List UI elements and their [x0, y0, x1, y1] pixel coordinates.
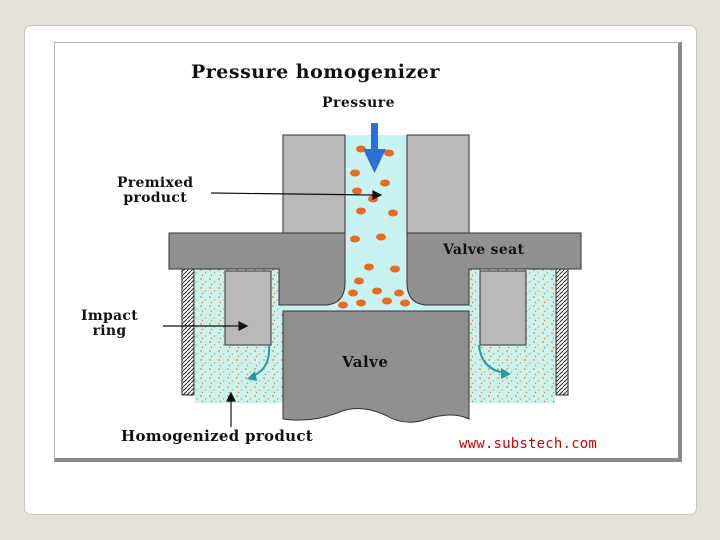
impact-label-line1: Impact — [81, 308, 139, 324]
premixed-label-line2: product — [123, 189, 187, 206]
droplet — [400, 299, 410, 307]
upper-body-left — [282, 134, 346, 236]
valve-seat-label: Valve seat — [443, 242, 525, 258]
pressure-label: Pressure — [322, 95, 396, 111]
flow-arrowhead-left — [247, 371, 257, 381]
droplet — [376, 233, 386, 241]
premixed-leader-head — [372, 190, 383, 200]
droplet — [350, 169, 360, 177]
droplet — [356, 207, 366, 215]
droplet — [384, 149, 394, 157]
homogenized-product-label: Homogenized product — [121, 427, 314, 445]
droplet — [348, 289, 358, 297]
upper-body-right — [406, 134, 470, 236]
impact-ring-left — [224, 270, 272, 346]
droplet — [382, 297, 392, 305]
droplet — [356, 299, 366, 307]
impact-ring-right — [479, 270, 527, 346]
droplet — [372, 287, 382, 295]
pressure-arrow — [363, 123, 386, 173]
droplet — [394, 289, 404, 297]
droplet — [352, 187, 362, 195]
premixed-droplets — [338, 145, 410, 309]
droplet — [350, 235, 360, 243]
droplet — [354, 277, 364, 285]
homogenized-leader-head — [226, 391, 236, 402]
valve-body — [282, 310, 470, 423]
right-casing-wall — [555, 268, 569, 396]
droplet — [380, 179, 390, 187]
valve-seat-right — [406, 232, 582, 306]
droplet — [364, 263, 374, 271]
droplet — [356, 145, 366, 153]
flow-arrowhead-right — [501, 368, 511, 379]
droplet — [390, 265, 400, 273]
premixed-leader — [210, 192, 374, 196]
homogenizer-drawing — [163, 123, 582, 427]
premixed-label-line1: Premixed — [117, 175, 194, 191]
impact-ring-label: Impact ring — [81, 309, 138, 338]
premixed-product-label: Premixed product — [117, 176, 193, 205]
left-casing-wall — [181, 268, 195, 396]
impact-label-line2: ring — [92, 322, 127, 339]
valve-seat-left — [168, 232, 346, 306]
homogenizer-figure: Pressure homogenizer Pressure Premixed p… — [54, 42, 682, 462]
droplet — [388, 209, 398, 217]
website-link[interactable]: www.substech.com — [459, 436, 598, 452]
valve-label: Valve — [342, 353, 389, 371]
droplet — [338, 301, 348, 309]
diagram-title: Pressure homogenizer — [191, 61, 440, 83]
impact-leader-head — [238, 321, 249, 331]
